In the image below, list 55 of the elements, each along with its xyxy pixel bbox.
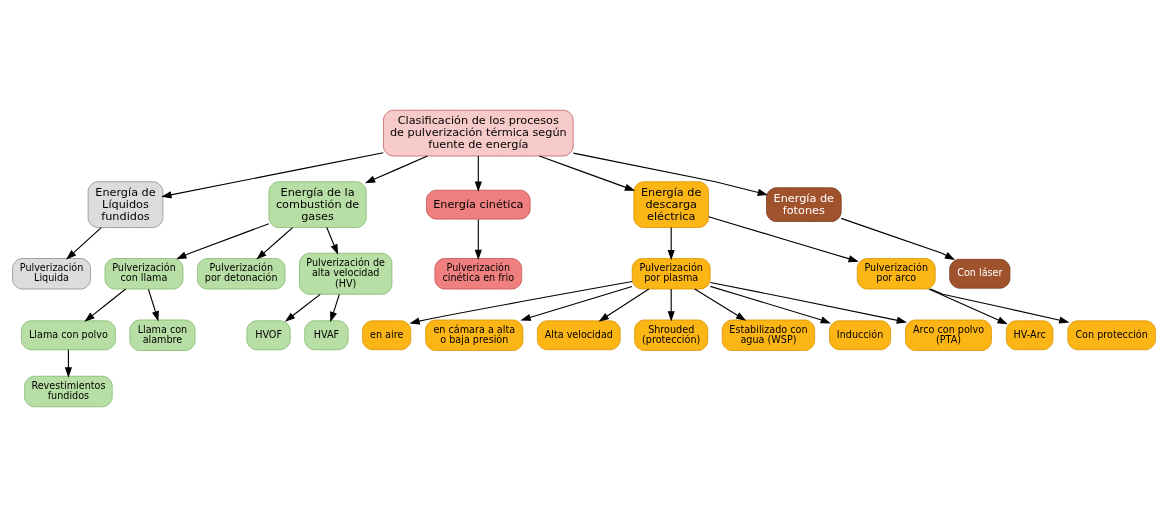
arrow — [598, 288, 650, 322]
node-box: en aire — [362, 320, 412, 351]
node-box: Pulverización de alta velocidad (HV) — [299, 252, 393, 295]
node-box: Energía de descarga eléctrica — [633, 181, 709, 228]
node-box: Clasificación de los procesos de pulverización térmica según fuente de energía — [383, 109, 574, 157]
arrow — [66, 227, 102, 260]
node-box: Con láser — [949, 258, 1011, 289]
node-box: Pulverización por detonación — [197, 258, 286, 290]
arrow — [667, 227, 675, 261]
node-box: HVAF — [304, 320, 349, 351]
node-box: Energía de Líquidos fundidos — [87, 181, 164, 228]
node-box: en cámara a alta o baja presión — [425, 319, 524, 351]
arrow — [326, 227, 339, 255]
arrow — [84, 288, 127, 322]
node-box: Pulverización cinética en frio — [434, 258, 523, 290]
arrow — [709, 285, 831, 324]
arrow — [694, 288, 747, 321]
arrow — [520, 285, 633, 321]
node-box: HV-Arc — [1005, 320, 1054, 351]
arrow — [538, 155, 636, 191]
node-box: Energía de fotones — [766, 187, 842, 222]
node-box: Llama con polvo — [21, 320, 116, 351]
arrow — [284, 293, 321, 322]
node-box: Energía de la combustión de gases — [268, 181, 367, 228]
node-box: Con protección — [1067, 320, 1156, 351]
arrow — [176, 223, 270, 260]
arrow — [572, 152, 768, 196]
arrow — [147, 288, 159, 322]
arrow — [708, 216, 859, 263]
node-box: Alta velocidad — [537, 320, 621, 351]
node-box: Llama con alambre — [129, 319, 196, 351]
arrow — [930, 288, 1070, 324]
arrow — [364, 155, 428, 184]
arrow — [256, 227, 294, 260]
arrow — [474, 155, 482, 192]
node-box: HVOF — [246, 320, 291, 351]
node-box: Arco con polvo (PTA) — [905, 319, 992, 351]
node-box: Pulverización Liquida — [12, 258, 91, 290]
node-box: Pulverización con llama — [104, 258, 184, 290]
node-box: Pulverización por plasma — [631, 258, 711, 290]
node-box: Estabilizado con agua (WSP) — [721, 319, 816, 351]
node-box: Inducción — [829, 320, 891, 351]
arrow — [928, 288, 1008, 325]
arrow — [409, 281, 633, 325]
arrow — [64, 349, 73, 378]
arrow — [474, 218, 482, 260]
node-box: Revestimientos fundidos — [24, 375, 113, 408]
arrow — [667, 288, 675, 322]
arrow — [330, 293, 340, 323]
arrow — [840, 217, 956, 261]
node-box: Pulverización por arco — [856, 258, 936, 290]
node-box: Shrouded (protección) — [634, 319, 709, 351]
arrow — [161, 152, 384, 199]
node-box: Energía cinética — [426, 189, 531, 220]
arrow — [709, 281, 907, 324]
